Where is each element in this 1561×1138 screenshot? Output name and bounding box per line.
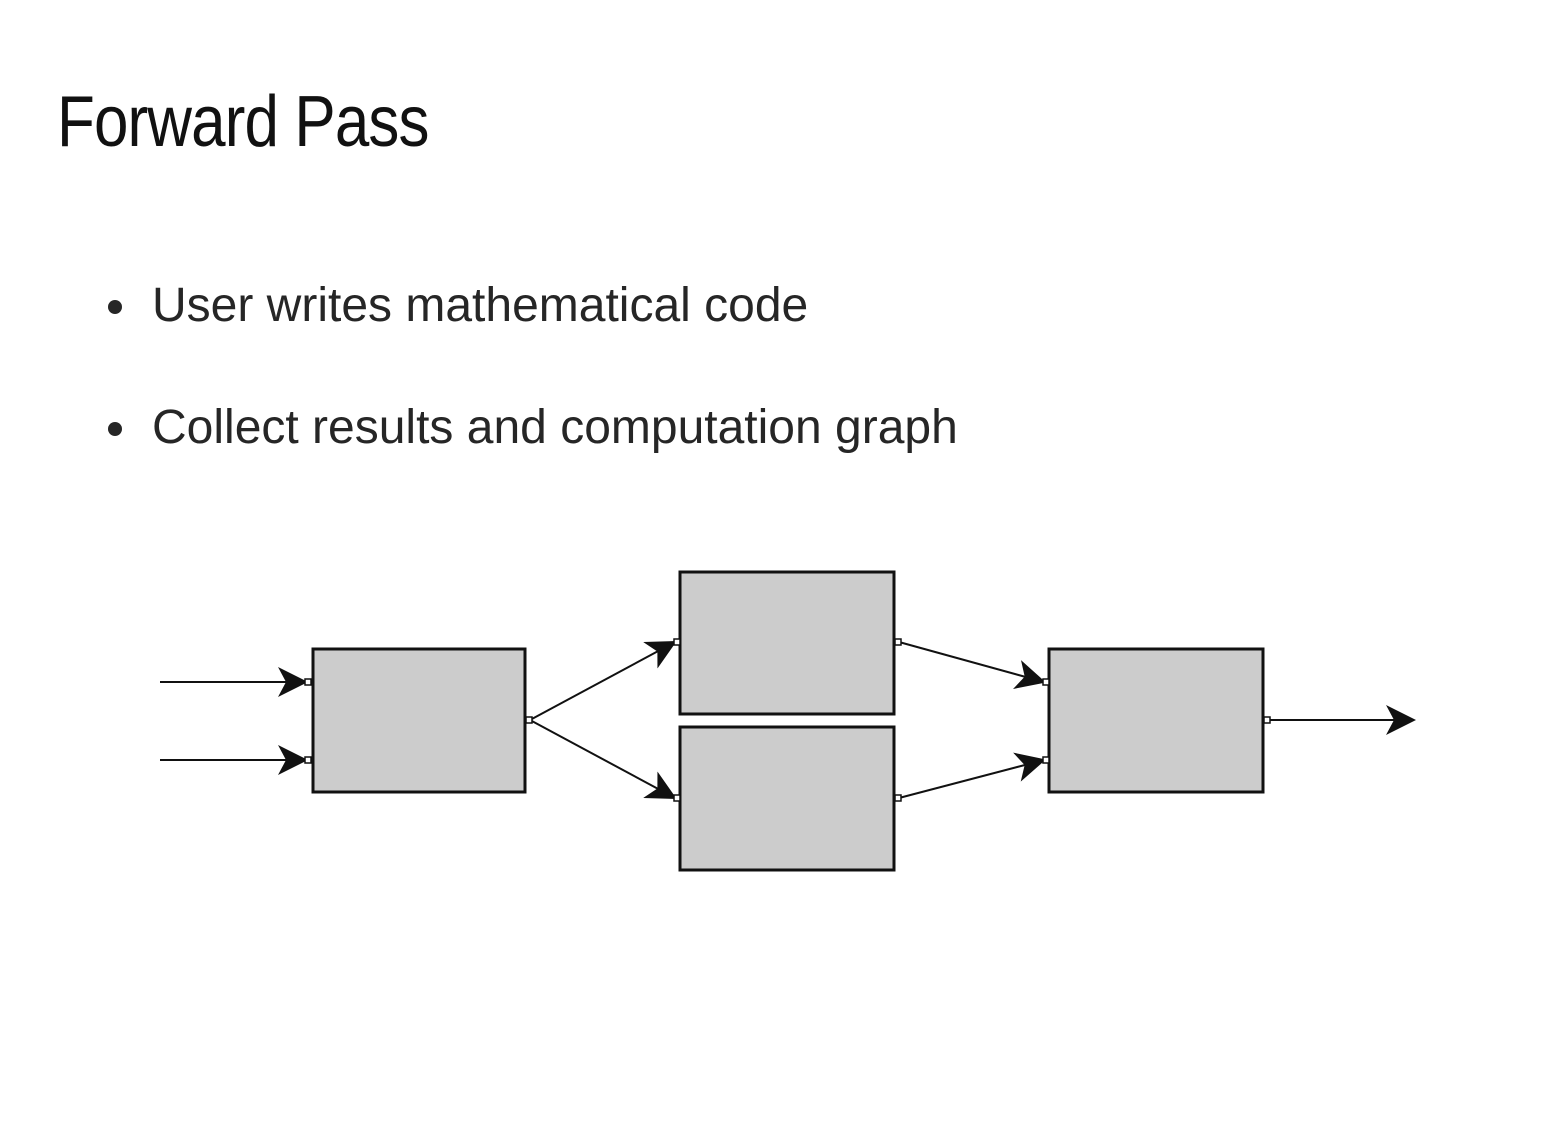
- port-in: [673, 794, 681, 802]
- slide-title: Forward Pass: [57, 82, 430, 162]
- port-out: [894, 794, 902, 802]
- port-in: [304, 678, 312, 686]
- bullet-text: Collect results and computation graph: [152, 401, 958, 454]
- edge-node1-to-node2: [529, 641, 677, 721]
- port-out: [894, 638, 902, 646]
- edge-node3-to-node4: [898, 752, 1046, 799]
- bullet-dot-icon: [108, 422, 122, 436]
- graph-node-input: [311, 647, 527, 794]
- port-in: [1042, 678, 1050, 686]
- port-out: [525, 716, 533, 724]
- port-in: [304, 756, 312, 764]
- port-out: [1263, 716, 1271, 724]
- graph-node-output: [1047, 647, 1265, 794]
- port-in: [1042, 756, 1050, 764]
- graph-node-middle-top: [678, 570, 896, 716]
- bullet-list: User writes mathematical code Collect re…: [108, 276, 958, 520]
- bullet-item: Collect results and computation graph: [108, 398, 958, 458]
- edge-node2-to-node4: [898, 641, 1046, 690]
- edge-node1-to-node3: [529, 719, 677, 799]
- bullet-item: User writes mathematical code: [108, 276, 958, 336]
- bullet-dot-icon: [108, 300, 122, 314]
- port-in: [673, 638, 681, 646]
- graph-node-middle-bottom: [678, 725, 896, 872]
- bullet-text: User writes mathematical code: [152, 279, 809, 332]
